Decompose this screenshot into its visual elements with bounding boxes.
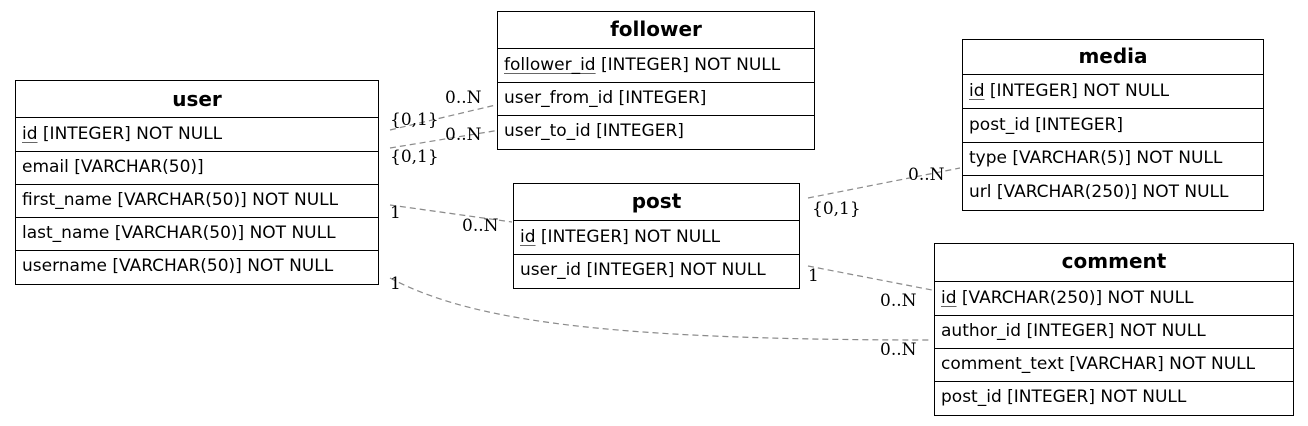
table-comment: comment id [VARCHAR(250)] NOT NULL autho… <box>934 243 1294 416</box>
primary-key: id <box>22 124 38 144</box>
column-row: url [VARCHAR(250)] NOT NULL <box>963 176 1263 210</box>
column-row: user_to_id [INTEGER] <box>498 116 814 149</box>
table-title: media <box>963 40 1263 75</box>
cardinality-label: 0..N <box>445 125 482 145</box>
column-row: comment_text [VARCHAR] NOT NULL <box>935 349 1293 382</box>
column-definition: [INTEGER] NOT NULL <box>984 81 1170 101</box>
table-user: user id [INTEGER] NOT NULL email [VARCHA… <box>15 80 379 285</box>
column-row: follower_id [INTEGER] NOT NULL <box>498 49 814 83</box>
cardinality-label: 0..N <box>880 291 917 311</box>
column-definition: [INTEGER] NOT NULL <box>535 227 721 247</box>
rel-user-comment: 1 0..N <box>389 274 933 360</box>
rel-user-post: 1 0..N <box>389 203 513 236</box>
table-follower: follower follower_id [INTEGER] NOT NULL … <box>497 11 815 150</box>
column-row: email [VARCHAR(50)] <box>16 152 378 185</box>
primary-key: id <box>520 227 536 247</box>
column-definition: type [VARCHAR(5)] NOT NULL <box>969 148 1223 168</box>
primary-key: id <box>941 288 957 308</box>
cardinality-label: {0,1} <box>390 110 439 130</box>
column-row: user_id [INTEGER] NOT NULL <box>514 255 799 288</box>
column-definition: last_name [VARCHAR(50)] NOT NULL <box>22 223 336 243</box>
column-definition: user_id [INTEGER] NOT NULL <box>520 260 766 280</box>
cardinality-label: 0..N <box>462 216 499 236</box>
column-row: user_from_id [INTEGER] <box>498 83 814 116</box>
column-definition: email [VARCHAR(50)] <box>22 157 204 177</box>
cardinality-label: 1 <box>390 203 401 223</box>
table-title: user <box>16 81 378 118</box>
column-definition: [INTEGER] NOT NULL <box>37 124 223 144</box>
column-row: post_id [INTEGER] <box>963 109 1263 143</box>
column-row: first_name [VARCHAR(50)] NOT NULL <box>16 185 378 218</box>
cardinality-label: 0..N <box>445 88 482 108</box>
column-definition: user_from_id [INTEGER] <box>504 88 707 108</box>
column-definition: comment_text [VARCHAR] NOT NULL <box>941 354 1256 374</box>
column-row: id [VARCHAR(250)] NOT NULL <box>935 282 1293 316</box>
column-row: last_name [VARCHAR(50)] NOT NULL <box>16 218 378 251</box>
rel-post-media: {0,1} 0..N <box>807 165 961 219</box>
cardinality-label: 1 <box>390 274 401 294</box>
column-row: author_id [INTEGER] NOT NULL <box>935 316 1293 349</box>
column-definition: post_id [INTEGER] <box>969 115 1123 135</box>
column-definition: [VARCHAR(250)] NOT NULL <box>956 288 1194 308</box>
table-post: post id [INTEGER] NOT NULL user_id [INTE… <box>513 183 800 289</box>
cardinality-label: 1 <box>808 266 819 286</box>
column-definition: username [VARCHAR(50)] NOT NULL <box>22 256 334 276</box>
cardinality-label: {0,1} <box>812 199 861 219</box>
column-definition: post_id [INTEGER] NOT NULL <box>941 387 1187 407</box>
cardinality-label: 0..N <box>908 165 945 185</box>
column-definition: [INTEGER] NOT NULL <box>595 55 781 75</box>
rel-post-comment: 1 0..N <box>807 265 933 311</box>
cardinality-label: {0,1} <box>390 147 439 167</box>
column-definition: first_name [VARCHAR(50)] NOT NULL <box>22 190 339 210</box>
table-media: media id [INTEGER] NOT NULL post_id [INT… <box>962 39 1264 211</box>
primary-key: id <box>969 81 985 101</box>
table-title: post <box>514 184 799 221</box>
column-row: id [INTEGER] NOT NULL <box>16 118 378 152</box>
primary-key: follower_id <box>504 55 596 75</box>
column-row: post_id [INTEGER] NOT NULL <box>935 382 1293 415</box>
column-row: type [VARCHAR(5)] NOT NULL <box>963 143 1263 176</box>
table-title: follower <box>498 12 814 49</box>
column-definition: url [VARCHAR(250)] NOT NULL <box>969 182 1229 202</box>
rel-user-follower-2: {0,1} 0..N <box>389 125 501 167</box>
column-row: username [VARCHAR(50)] NOT NULL <box>16 251 378 284</box>
rel-user-follower-1: {0,1} 0..N <box>389 88 501 131</box>
column-row: id [INTEGER] NOT NULL <box>963 75 1263 109</box>
cardinality-label: 0..N <box>880 340 917 360</box>
table-title: comment <box>935 244 1293 282</box>
column-row: id [INTEGER] NOT NULL <box>514 221 799 255</box>
column-definition: user_to_id [INTEGER] <box>504 121 684 141</box>
column-definition: author_id [INTEGER] NOT NULL <box>941 321 1206 341</box>
